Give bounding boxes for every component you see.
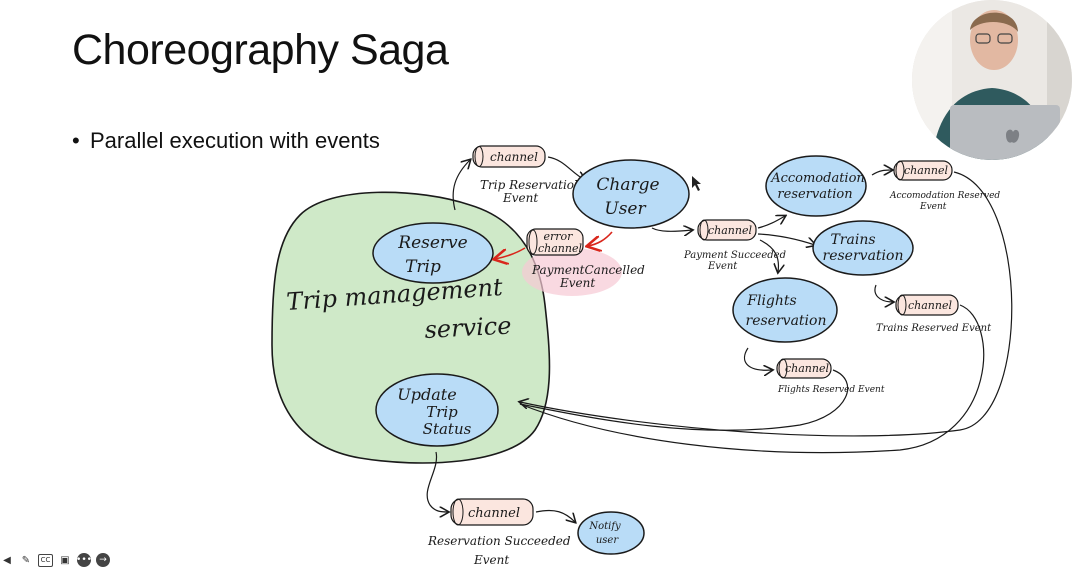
svg-text:channel: channel [490, 150, 538, 164]
node-notify-user: Notify user [577, 511, 645, 555]
channel-trains-reserved: channel [895, 294, 959, 316]
svg-text:Update: Update [397, 385, 456, 404]
svg-text:Accomodation: Accomodation [770, 171, 865, 186]
arrow-to-trains [757, 233, 815, 245]
arrow-channel-to-notify [535, 509, 575, 522]
node-update-trip-status: Update Trip Status [375, 373, 499, 447]
arrow-trains-to-channel [874, 284, 893, 302]
svg-text:reservation: reservation [823, 248, 904, 264]
svg-text:channel: channel [468, 506, 520, 521]
svg-text:Reserve: Reserve [397, 233, 467, 253]
event-payment-succeeded-line1: Payment Succeeded [683, 250, 786, 261]
presenter-video [912, 0, 1072, 160]
pointer-icon[interactable]: ◀ [3, 554, 11, 566]
node-accomodation-reservation: Accomodation reservation [765, 155, 867, 217]
arrow-charge-to-payment-channel [651, 228, 692, 231]
svg-text:channel: channel [708, 224, 752, 237]
event-trip-reservation-line1: Trip Reservation [480, 178, 582, 192]
channel-trip-reservation: channel [472, 145, 546, 168]
svg-text:Charge: Charge [596, 175, 659, 195]
bullet-item: • Parallel execution with events [72, 128, 380, 154]
svg-text:channel: channel [538, 242, 582, 255]
curve-trains-to-update [519, 304, 985, 454]
arrow-channel-to-charge [547, 156, 585, 180]
arrow-update-to-channel [426, 451, 448, 512]
captions-icon[interactable]: CC [38, 553, 53, 567]
node-reserve-trip: Reserve Trip [372, 222, 494, 284]
event-accomodation-reserved-line2: Event [919, 202, 947, 212]
event-reservation-succeeded-line1: Reservation Succeeded [427, 534, 571, 548]
event-accomodation-reserved-line1: Accomodation Reserved [889, 191, 1000, 201]
svg-text:error: error [544, 230, 574, 243]
svg-text:user: user [596, 535, 619, 546]
node-charge-user: Charge User [572, 159, 690, 229]
event-payment-cancelled-line1: PaymentCancelled [531, 263, 645, 277]
curve-flights-to-update [519, 369, 849, 431]
arrow-error-to-reserve [495, 247, 526, 259]
event-payment-succeeded-line2: Event [707, 261, 738, 272]
event-flights-reserved: Flights Reserved Event [777, 385, 885, 395]
arrow-to-accomodation [757, 216, 785, 229]
arrow-to-flights [759, 239, 778, 272]
svg-text:channel: channel [785, 362, 829, 375]
pen-icon[interactable]: ✎ [21, 554, 31, 566]
svg-text:reservation: reservation [777, 187, 852, 202]
presentation-toolbar: ◀ ✎ CC ▣ ••• → [0, 551, 110, 569]
event-trains-reserved: Trains Reserved Event [876, 323, 992, 334]
channel-payment-succeeded: channel [697, 219, 757, 241]
svg-text:channel: channel [908, 299, 952, 312]
node-trains-reservation: Trains reservation [812, 220, 914, 276]
service-label-line2: service [424, 311, 512, 344]
bullet-dot: • [72, 128, 80, 153]
svg-text:Trip: Trip [426, 403, 458, 421]
event-trip-reservation-line2: Event [502, 191, 538, 205]
channel-flights-reserved: channel [776, 358, 832, 379]
video-icon[interactable]: ▣ [60, 554, 70, 566]
node-flights-reservation: Flights reservation [732, 277, 838, 343]
svg-text:User: User [604, 199, 646, 219]
next-icon[interactable]: → [96, 553, 110, 567]
svg-text:Status: Status [423, 420, 472, 438]
more-icon[interactable]: ••• [76, 553, 92, 567]
channel-error: error channel [526, 228, 584, 256]
curve-accomodation-to-update [520, 171, 1013, 437]
webcam-overlay [912, 0, 1072, 160]
arrow-accomodation-to-channel [871, 170, 892, 176]
svg-text:Flights: Flights [746, 293, 796, 309]
svg-text:Trains: Trains [830, 232, 875, 248]
svg-text:channel: channel [904, 164, 948, 177]
slide-title: Choreography Saga [72, 26, 449, 74]
arrow-reserve-to-channel [452, 160, 470, 211]
arrow-charge-to-error [588, 231, 613, 246]
channel-accomodation-reserved: channel [893, 160, 953, 181]
channel-reservation-succeeded: channel [450, 498, 534, 526]
event-payment-cancelled-line2: Event [559, 276, 595, 290]
arrow-flights-to-channel [743, 347, 772, 370]
svg-text:Notify: Notify [588, 521, 621, 532]
svg-text:Trip: Trip [405, 257, 441, 277]
bullet-text: Parallel execution with events [90, 128, 380, 153]
event-reservation-succeeded-line2: Event [473, 553, 509, 567]
mouse-cursor-icon [692, 176, 701, 191]
svg-text:reservation: reservation [746, 313, 827, 329]
